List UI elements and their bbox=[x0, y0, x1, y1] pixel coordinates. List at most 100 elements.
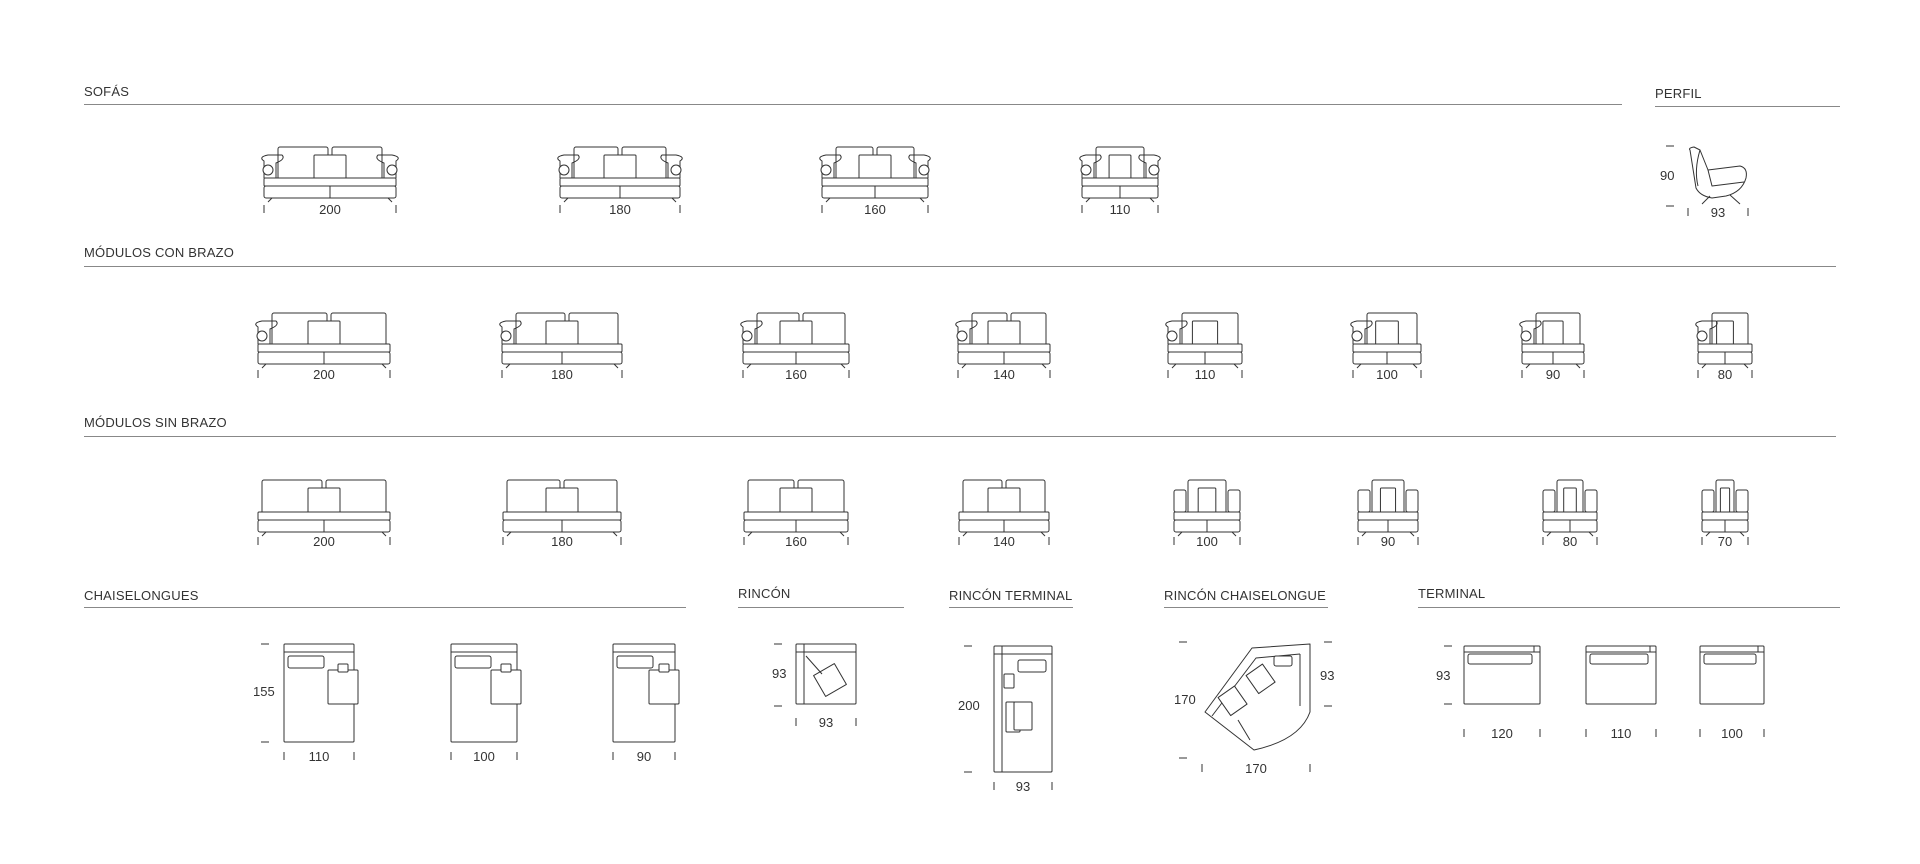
con-brazo-width-label: 200 bbox=[313, 367, 335, 382]
line-mark bbox=[1352, 331, 1362, 341]
line-mark bbox=[257, 331, 267, 341]
line-mark bbox=[962, 364, 966, 368]
line-mark bbox=[659, 664, 669, 672]
line-mark bbox=[956, 321, 977, 344]
line-mark bbox=[1041, 532, 1045, 536]
perfil-profile-view bbox=[1666, 146, 1748, 216]
section-rule-rincon bbox=[738, 607, 904, 608]
line-mark bbox=[1174, 512, 1240, 520]
modulo-sin-brazo-140 bbox=[959, 480, 1049, 545]
line-mark bbox=[1018, 660, 1046, 672]
modulo-con-brazo-160 bbox=[741, 313, 849, 378]
section-title-rincon-chaiselongue: RINCÓN CHAISELONGUE bbox=[1164, 588, 1326, 603]
section-rule-sofas bbox=[84, 104, 1622, 105]
line-mark bbox=[262, 364, 266, 368]
terminal-width-label: 100 bbox=[1721, 726, 1743, 741]
line-mark bbox=[909, 155, 930, 178]
rincon-chaiselongue-left-label: 170 bbox=[1174, 692, 1196, 707]
line-mark bbox=[1526, 364, 1530, 368]
section-rule-terminal bbox=[1418, 607, 1840, 608]
line-mark bbox=[1702, 512, 1748, 520]
line-mark bbox=[501, 331, 511, 341]
line-mark bbox=[1696, 321, 1717, 344]
modulo-con-brazo-140 bbox=[956, 313, 1050, 378]
perfil-height-label: 90 bbox=[1660, 168, 1675, 183]
line-mark bbox=[560, 178, 680, 186]
line-mark bbox=[256, 321, 277, 344]
line-mark bbox=[506, 364, 510, 368]
line-mark bbox=[1521, 331, 1531, 341]
chaiselongue-110 bbox=[284, 644, 358, 760]
line-mark bbox=[1702, 364, 1706, 368]
line-mark bbox=[1178, 532, 1182, 536]
line-mark bbox=[1228, 490, 1240, 512]
line-mark bbox=[672, 198, 676, 202]
line-mark bbox=[1744, 364, 1748, 368]
line-mark bbox=[1172, 364, 1176, 368]
line-mark bbox=[1238, 720, 1250, 740]
line-mark bbox=[1082, 178, 1158, 186]
con-brazo-width-label: 160 bbox=[785, 367, 807, 382]
line-mark bbox=[1357, 364, 1361, 368]
terminal-depth-label: 93 bbox=[1436, 668, 1451, 683]
sofa-200 bbox=[262, 147, 399, 213]
chaiselongue-width-label: 110 bbox=[308, 749, 330, 764]
line-mark bbox=[1702, 490, 1714, 512]
line-mark bbox=[328, 670, 358, 704]
line-mark bbox=[1167, 331, 1177, 341]
rincon-chaiselongue-right-label: 93 bbox=[1320, 668, 1335, 683]
line-mark bbox=[1139, 155, 1160, 178]
line-mark bbox=[1413, 364, 1417, 368]
line-mark bbox=[957, 331, 967, 341]
con-brazo-width-label: 90 bbox=[1545, 367, 1561, 382]
rincon-terminal bbox=[964, 646, 1052, 790]
perfil-depth-label: 93 bbox=[1710, 205, 1726, 220]
line-mark bbox=[744, 512, 848, 520]
section-rule-sin-brazo bbox=[84, 436, 1836, 437]
rincon-terminal-depth-label: 200 bbox=[958, 698, 980, 713]
line-mark bbox=[1697, 331, 1707, 341]
line-mark bbox=[1014, 702, 1032, 730]
line-mark bbox=[1522, 344, 1584, 352]
section-rule-chaiselongues bbox=[84, 607, 686, 608]
chaiselongue-width-label: 90 bbox=[636, 749, 652, 764]
modulo-sin-brazo-180 bbox=[503, 480, 621, 545]
line-mark bbox=[743, 344, 849, 352]
sin-brazo-width-label: 160 bbox=[785, 534, 807, 549]
line-mark bbox=[1218, 686, 1247, 715]
line-mark bbox=[258, 512, 390, 520]
line-mark bbox=[814, 664, 847, 697]
modulo-con-brazo-110 bbox=[1166, 313, 1242, 378]
sofa-160 bbox=[820, 147, 931, 213]
line-mark bbox=[806, 656, 822, 674]
section-title-chaiselongues: CHAISELONGUES bbox=[84, 588, 199, 603]
line-mark bbox=[1205, 644, 1310, 750]
rincon-chaiselongue-bottom-label: 170 bbox=[1245, 761, 1267, 776]
modulo-con-brazo-90 bbox=[1520, 313, 1584, 378]
line-mark bbox=[661, 155, 682, 178]
terminal-120 bbox=[1464, 646, 1540, 737]
line-mark bbox=[388, 198, 392, 202]
sin-brazo-width-label: 100 bbox=[1196, 534, 1218, 549]
modulo-sin-brazo-90 bbox=[1358, 480, 1418, 545]
line-mark bbox=[500, 321, 521, 344]
modulo-sin-brazo-80 bbox=[1543, 480, 1597, 545]
line-mark bbox=[1080, 155, 1101, 178]
sofa-110 bbox=[1080, 147, 1161, 213]
sin-brazo-width-label: 140 bbox=[993, 534, 1015, 549]
chaiselongue-100 bbox=[451, 644, 521, 760]
modulo-con-brazo-200 bbox=[256, 313, 390, 378]
terminal-width-label: 110 bbox=[1610, 726, 1632, 741]
line-mark bbox=[268, 198, 272, 202]
chaiselongue-depth-label: 155 bbox=[253, 684, 275, 699]
sofa-width-label: 180 bbox=[609, 202, 631, 217]
line-mark bbox=[258, 344, 390, 352]
line-mark bbox=[1708, 170, 1744, 186]
modulo-sin-brazo-200 bbox=[258, 480, 390, 545]
chaiselongue-depth-dimension bbox=[261, 644, 269, 742]
modulo-sin-brazo-160 bbox=[744, 480, 848, 545]
line-mark bbox=[382, 364, 386, 368]
line-mark bbox=[1351, 321, 1372, 344]
line-mark bbox=[502, 344, 622, 352]
line-mark bbox=[821, 165, 831, 175]
